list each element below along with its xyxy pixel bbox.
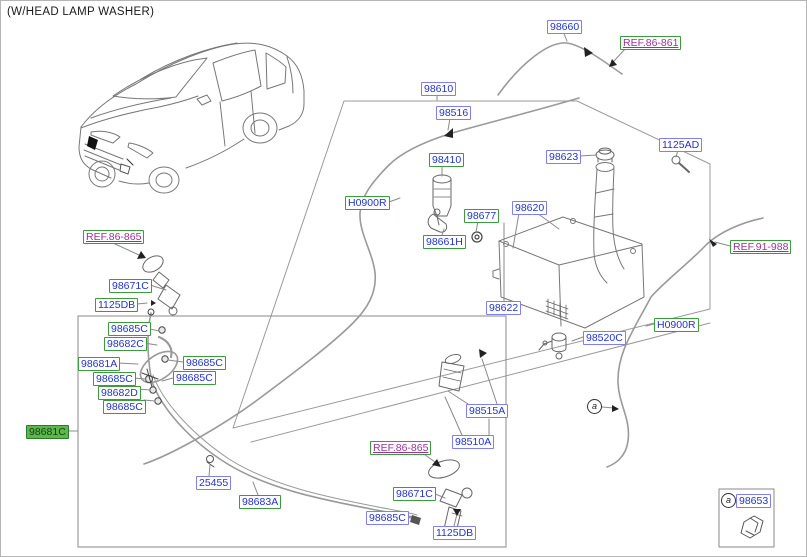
part-label-98682C[interactable]: 98682C	[104, 337, 147, 351]
car-illustration	[78, 42, 305, 194]
washer-pump-98410	[432, 174, 452, 226]
part-label-98516[interactable]: 98516	[436, 106, 472, 120]
part-label-98685C-bottom[interactable]: 98685C	[366, 511, 409, 525]
part-label-98681C-selected[interactable]: 98681C	[26, 425, 69, 439]
filler-cap	[595, 147, 615, 163]
part-label-98661H[interactable]: 98661H	[423, 235, 466, 249]
plane-outline	[232, 100, 711, 443]
ring-98677	[471, 231, 483, 243]
top-nozzle-assembly	[142, 255, 181, 316]
part-label-98515A[interactable]: 98515A	[466, 404, 509, 418]
bolt-1125AD	[671, 155, 690, 173]
hose-joint-cluster	[141, 326, 173, 405]
ref-label-91-988[interactable]: REF.91-988	[730, 240, 792, 254]
part-label-98410[interactable]: 98410	[429, 153, 465, 167]
part-label-98660[interactable]: 98660	[547, 20, 583, 34]
part-label-98677[interactable]: 98677	[464, 209, 500, 223]
pump-98510A	[438, 349, 487, 392]
part-label-H0900R-left[interactable]: H0900R	[345, 196, 390, 210]
part-label-98671C-bottom[interactable]: 98671C	[393, 487, 436, 501]
ref-label-86-865-top[interactable]: REF.86-865	[83, 230, 145, 244]
part-label-98685C-1[interactable]: 98685C	[108, 322, 151, 336]
ref-label-86-861[interactable]: REF.86-861	[620, 36, 682, 50]
part-label-98682D[interactable]: 98682D	[98, 386, 141, 400]
washer-reservoir	[492, 216, 645, 329]
part-label-98620[interactable]: 98620	[512, 201, 548, 215]
hose-direction-arrows	[444, 47, 593, 138]
part-label-98653[interactable]: 98653	[736, 494, 772, 508]
part-label-1125DB-top[interactable]: 1125DB	[95, 298, 139, 312]
part-label-98623[interactable]: 98623	[546, 150, 582, 164]
part-label-98685C-3[interactable]: 98685C	[93, 372, 136, 386]
part-label-1125DB-bottom[interactable]: 1125DB	[433, 526, 477, 540]
washer-motor-pump	[538, 332, 567, 360]
leader-arrowheads	[137, 59, 717, 516]
leader-lines	[67, 30, 731, 527]
clip-98653	[740, 515, 764, 539]
footnote-marker-a: a	[721, 493, 736, 508]
part-label-98510A[interactable]: 98510A	[452, 435, 495, 449]
part-label-25455[interactable]: 25455	[196, 476, 232, 490]
part-label-98683A[interactable]: 98683A	[239, 495, 282, 509]
part-label-98671C-top[interactable]: 98671C	[109, 279, 152, 293]
part-label-H0900R-right[interactable]: H0900R	[654, 318, 699, 332]
part-label-1125AD[interactable]: 1125AD	[659, 138, 703, 152]
part-label-98622[interactable]: 98622	[486, 301, 522, 315]
page-title: (W/HEAD LAMP WASHER)	[7, 6, 155, 18]
filler-neck	[593, 162, 625, 284]
footnote-box	[718, 488, 775, 548]
elbow-98661H	[427, 208, 448, 233]
part-label-98681A[interactable]: 98681A	[78, 357, 121, 371]
part-label-98685C-4[interactable]: 98685C	[173, 371, 216, 385]
part-label-98685C-2[interactable]: 98685C	[183, 356, 226, 370]
clip-25455	[206, 455, 215, 468]
part-label-98520C[interactable]: 98520C	[583, 331, 626, 345]
part-label-98685C-5[interactable]: 98685C	[103, 400, 146, 414]
part-label-98610[interactable]: 98610	[421, 82, 457, 96]
diagram-marker-a: a	[587, 399, 602, 414]
ref-label-86-865-bottom[interactable]: REF.86-865	[370, 441, 432, 455]
